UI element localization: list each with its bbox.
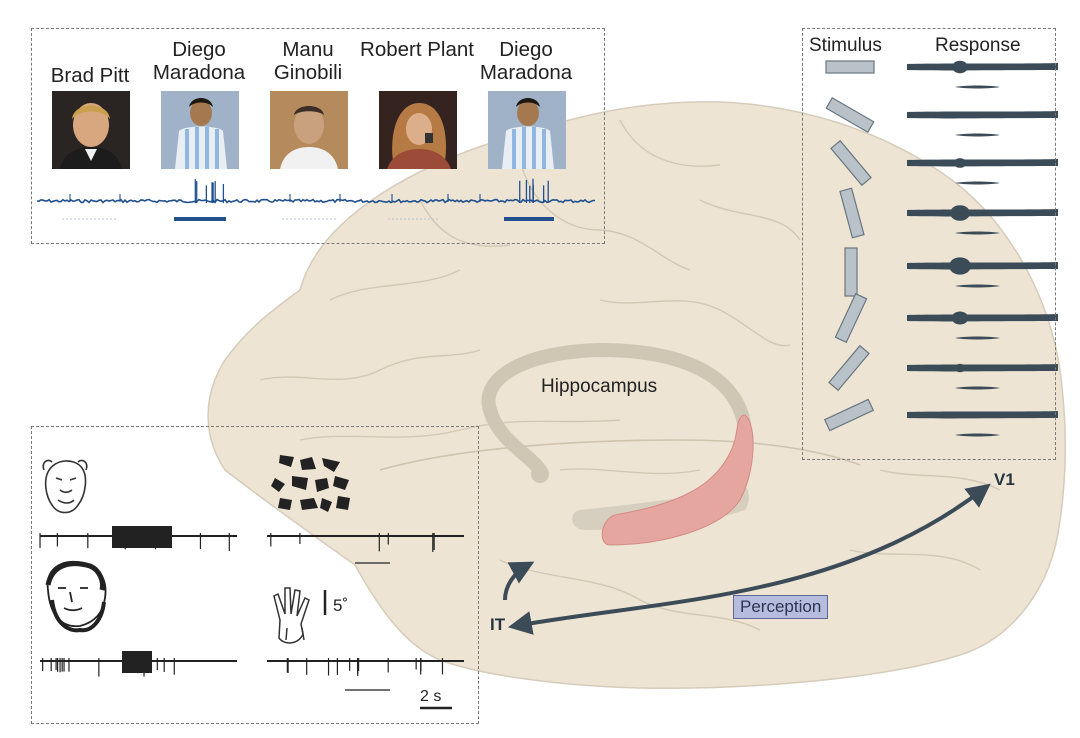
response-spike — [951, 311, 969, 325]
v1-label: V1 — [994, 470, 1015, 489]
response-trace — [907, 262, 1058, 270]
response-spike — [954, 363, 966, 373]
manu-ginobili-photo — [270, 91, 348, 169]
response-trace — [907, 63, 1058, 71]
hippocampus-arc — [481, 342, 752, 477]
hand-drawing — [273, 587, 310, 644]
response-average — [955, 284, 1000, 288]
time-scale-label: 2 s — [420, 688, 442, 705]
oriented-bar — [825, 96, 875, 134]
oriented-bar — [828, 344, 870, 392]
oriented-bar — [830, 139, 872, 187]
oriented-bar — [834, 292, 868, 344]
stimulus-header: Stimulus — [809, 35, 882, 56]
response-average — [955, 336, 1000, 340]
response-average — [955, 133, 1000, 137]
stimulus-bar — [174, 217, 226, 221]
response-spike — [952, 60, 968, 74]
name-label-2: Diego Maradona — [152, 38, 246, 84]
orientation-tuning-panel — [802, 28, 1056, 460]
robert-plant-photo — [379, 91, 457, 169]
monkey-face-drawing — [42, 459, 88, 514]
oriented-bar — [825, 60, 875, 74]
scrambled-face-drawing — [271, 455, 350, 512]
response-trace — [907, 209, 1058, 217]
diego-maradona-photo-2 — [488, 91, 566, 169]
concept-cell-panel — [31, 28, 605, 244]
stimulus-bar — [504, 217, 554, 221]
response-trace — [907, 111, 1058, 119]
oriented-bar — [823, 398, 875, 432]
response-average — [955, 85, 1000, 89]
it-curved-arrow — [503, 561, 535, 601]
brad-pitt-photo — [52, 91, 130, 169]
diego-maradona-photo — [161, 91, 239, 169]
orientation-responses — [907, 60, 1058, 437]
response-average — [955, 433, 1000, 437]
it-cell-traces — [39, 526, 464, 691]
it-face-cell-panel — [31, 426, 479, 724]
perception-label: Perception — [733, 595, 829, 619]
response-trace — [907, 159, 1058, 167]
response-spike — [949, 257, 971, 275]
spike-burst — [122, 651, 152, 673]
rotation-label: 5˚ — [333, 596, 349, 615]
concept-cell-trace — [36, 178, 595, 204]
response-trace — [907, 411, 1058, 419]
oriented-bar — [844, 247, 858, 297]
hippocampus-label: Hippocampus — [541, 376, 658, 397]
response-trace — [907, 314, 1058, 322]
response-header: Response — [935, 35, 1021, 56]
response-spike — [953, 158, 967, 168]
spike-burst — [112, 526, 172, 548]
response-average — [955, 231, 1000, 235]
response-average — [955, 386, 1000, 390]
temporal-lobe-line — [379, 439, 861, 471]
name-label-4: Robert Plant — [360, 38, 474, 61]
concept-stimulus-bars — [62, 217, 554, 221]
name-label-1: Brad Pitt — [50, 64, 130, 87]
response-average — [955, 181, 1000, 185]
response-spike — [950, 205, 970, 221]
orientation-stimuli — [823, 60, 875, 432]
oriented-bar — [839, 187, 865, 239]
name-label-3: Manu Ginobili — [273, 38, 343, 84]
it-label: IT — [490, 615, 506, 634]
trace-baseline — [36, 198, 595, 204]
name-label-5: Diego Maradona — [479, 38, 573, 84]
response-trace — [907, 364, 1058, 372]
human-face-drawing — [45, 560, 107, 633]
hippocampus-tail — [531, 465, 549, 483]
perception-arrow — [507, 483, 991, 635]
